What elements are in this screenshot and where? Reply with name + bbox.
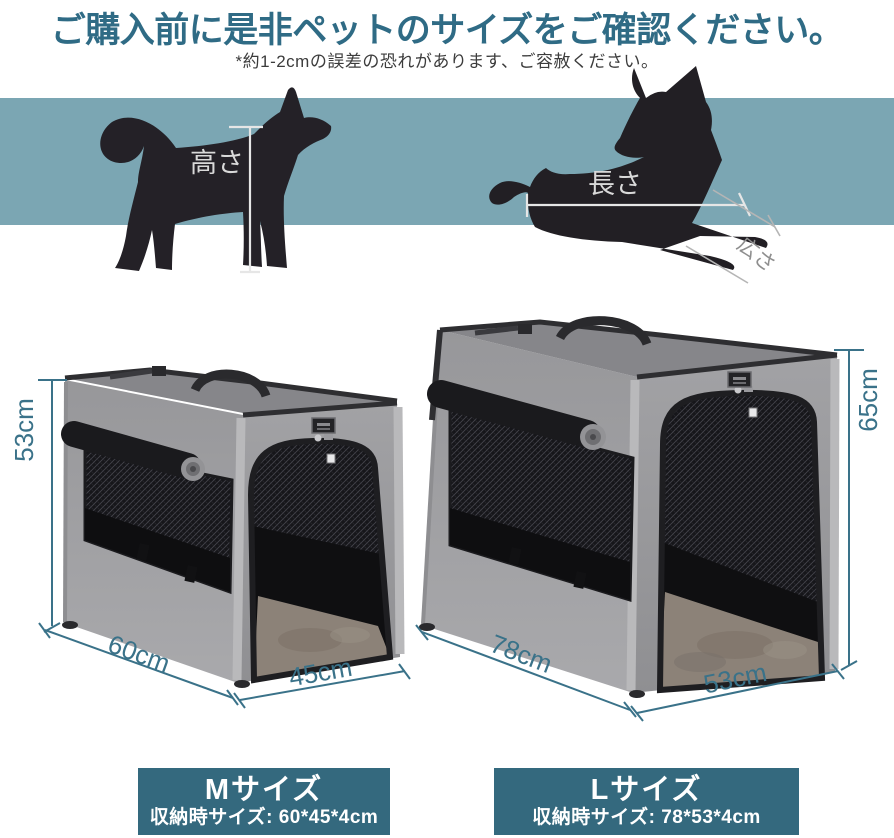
crate-l-height-value: 65cm — [853, 368, 883, 432]
size-m-name: Mサイズ — [204, 773, 324, 806]
height-measure-label: 高さ — [190, 148, 244, 178]
crate-m-strap-buckle — [152, 366, 166, 376]
crate-l-handle — [555, 316, 652, 347]
standing-dog-silhouette — [100, 87, 332, 271]
crate-l-illustration: 65cm 78cm 53cm — [415, 316, 883, 722]
length-measure-label: 長さ — [588, 169, 642, 199]
crate-l-dimension-lines — [415, 349, 864, 722]
crate-l-strap-buckle — [518, 324, 532, 334]
crate-m-rolled-shade — [61, 421, 201, 479]
crate-m-top-face — [65, 370, 397, 413]
crate-m-illustration: 53cm 60cm 45cm — [10, 366, 411, 709]
size-m-storage: 収納時サイズ: 60*45*4cm — [149, 806, 379, 828]
height-measure-lines — [229, 125, 263, 274]
length-measure-lines — [525, 192, 751, 217]
crate-m-dimension-lines — [38, 379, 411, 709]
size-l-storage: 収納時サイズ: 78*53*4cm — [532, 806, 761, 828]
pet-measure-illustration: 高さ 長さ 広さ — [100, 66, 781, 284]
page-title: ご購入前に是非ペットのサイズをご確認ください。 — [50, 11, 844, 50]
depth-measure-lines — [685, 189, 781, 284]
crate-m-door-mesh — [252, 442, 381, 554]
page-subtitle: *約1-2cmの誤差の恐れがあります、ご容赦ください。 — [235, 52, 659, 71]
crate-m-handle — [190, 369, 271, 398]
crate-l-door-mesh — [662, 394, 818, 602]
crate-l-zipper-tab — [748, 407, 758, 418]
depth-measure-label: 広さ — [732, 233, 779, 277]
size-l-label-box: Lサイズ 収納時サイズ: 78*53*4cm — [494, 768, 799, 835]
crate-l-rolled-shade — [427, 380, 601, 448]
crate-m-zipper-pull — [314, 434, 322, 442]
crate-m-body — [61, 366, 405, 688]
crate-m-zipper-tab — [326, 453, 336, 464]
size-m-label-box: Mサイズ 収納時サイズ: 60*45*4cm — [138, 768, 390, 835]
size-l-name: Lサイズ — [590, 773, 703, 806]
crate-l-body — [419, 316, 840, 698]
lying-dog-silhouette — [489, 66, 768, 270]
crate-m-height-value: 53cm — [10, 398, 39, 462]
crate-l-zipper-pull — [734, 386, 742, 394]
crate-l-top-face — [440, 322, 837, 377]
